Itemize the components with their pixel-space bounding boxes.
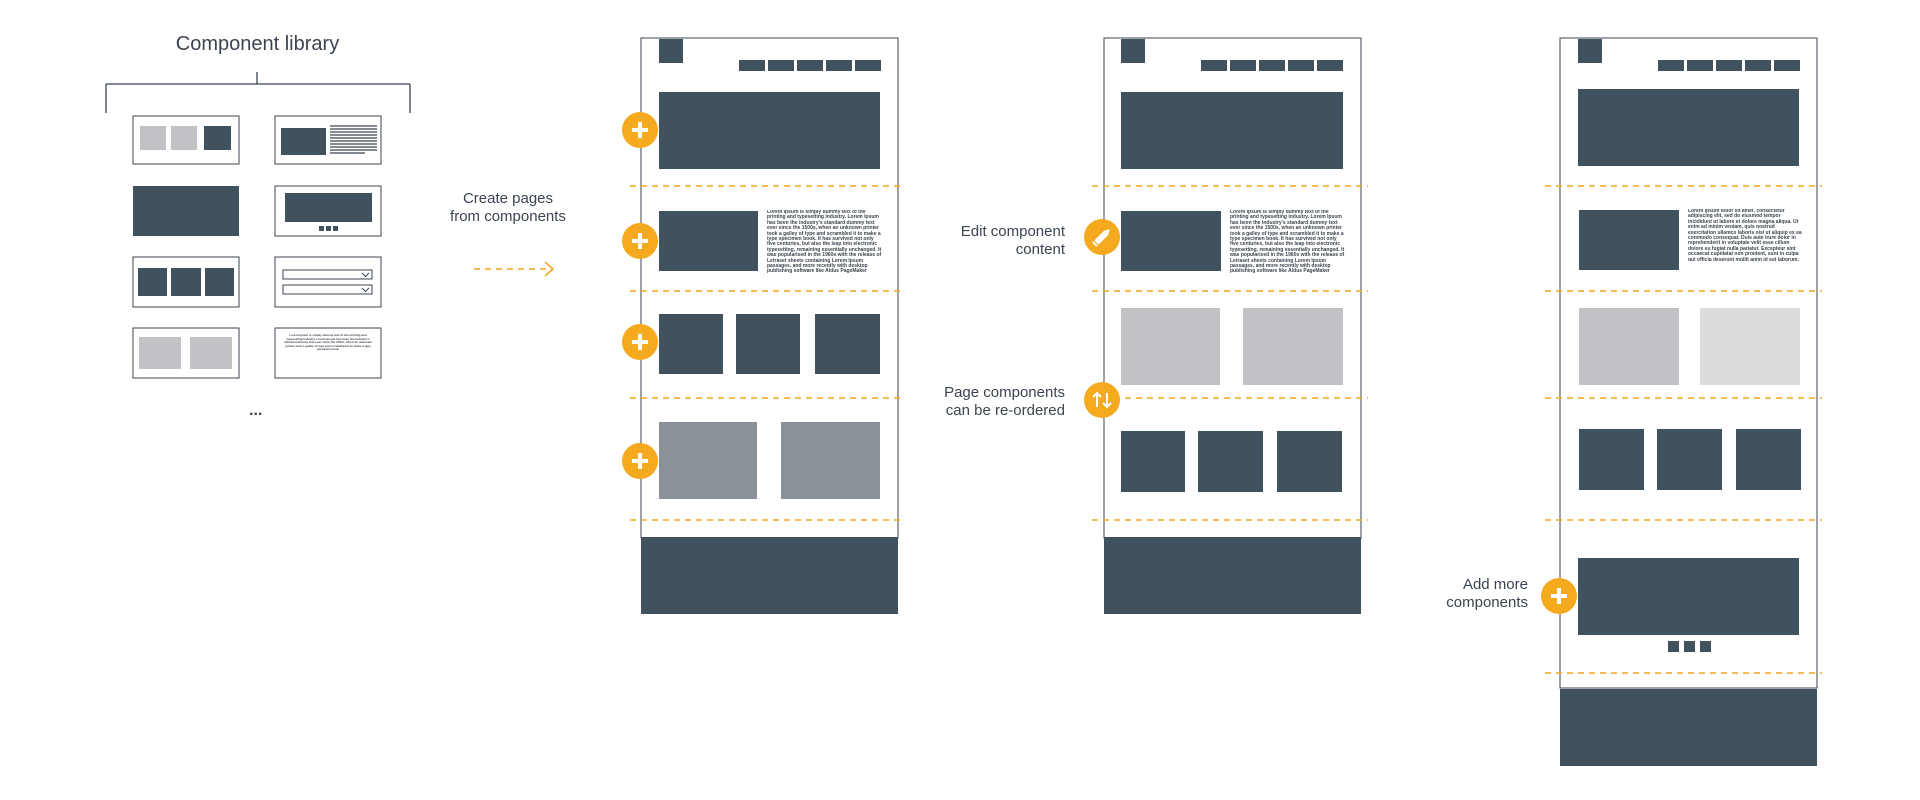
edit-component-label: Edit component content xyxy=(960,223,1065,258)
page-image xyxy=(659,211,758,271)
page-3-dividers xyxy=(1545,185,1822,674)
library-card-text-content: Lorem Ipsum is simply dummy text of the … xyxy=(283,334,373,352)
page-footer xyxy=(1560,689,1817,766)
page-hero xyxy=(1578,89,1799,166)
page-nav xyxy=(1658,60,1800,71)
page-nav xyxy=(739,60,881,71)
library-card-form xyxy=(274,256,382,308)
page-nav xyxy=(1201,60,1343,71)
page-logo xyxy=(1121,39,1145,63)
up-down-arrows-icon[interactable] xyxy=(1084,382,1120,418)
dashed-arrow-right-icon xyxy=(474,261,555,277)
page-three-columns xyxy=(1579,429,1801,490)
page-1 xyxy=(640,37,899,614)
create-pages-label: Create pages from components xyxy=(450,190,566,225)
library-ellipsis: ... xyxy=(249,402,263,419)
library-card-image-text xyxy=(274,115,382,165)
page-logo xyxy=(659,39,683,63)
page-2 xyxy=(1103,37,1362,614)
page-logo xyxy=(1578,39,1602,63)
library-card-carousel xyxy=(274,185,382,237)
plus-icon[interactable] xyxy=(1541,578,1577,614)
chevron-down-icon xyxy=(361,287,370,293)
chevron-down-icon xyxy=(361,272,370,278)
page-footer xyxy=(1104,537,1361,614)
page-1-add-buttons xyxy=(622,112,658,479)
page-hero xyxy=(659,92,880,169)
plus-icon[interactable] xyxy=(622,223,658,259)
library-card-hero xyxy=(133,186,239,236)
page-three-columns xyxy=(1121,431,1342,492)
page-hero xyxy=(1121,92,1343,169)
library-card-squares xyxy=(132,115,240,165)
add-more-label: Add more components xyxy=(1446,576,1528,611)
page-carousel xyxy=(1578,558,1799,635)
library-card-two-columns xyxy=(132,327,240,379)
plus-icon[interactable] xyxy=(622,112,658,148)
library-card-three-columns xyxy=(132,256,240,308)
reorder-label: Page components can be re-ordered xyxy=(944,384,1065,419)
library-title: Component library xyxy=(175,33,340,55)
page-2-body-text: Lorem Ipsum is simply dummy text of the … xyxy=(1230,210,1345,274)
plus-icon[interactable] xyxy=(622,324,658,360)
page-image xyxy=(1121,211,1221,271)
page-image xyxy=(1579,210,1679,270)
page-3-body-text: Lorem ipsum dolor sit amet, consectetur … xyxy=(1688,209,1802,261)
page-1-body-text: Lorem Ipsum is simply dummy text of the … xyxy=(767,210,882,274)
page-footer xyxy=(641,537,898,614)
carousel-dots xyxy=(1668,641,1711,652)
plus-icon[interactable] xyxy=(622,443,658,479)
pencil-icon[interactable] xyxy=(1084,219,1120,255)
page-3 xyxy=(1559,37,1818,766)
page-three-columns xyxy=(659,314,880,374)
library-card-text xyxy=(274,327,382,379)
library-bracket xyxy=(105,72,411,113)
page-1-dividers xyxy=(630,185,905,521)
page-2-dividers xyxy=(1092,185,1368,521)
